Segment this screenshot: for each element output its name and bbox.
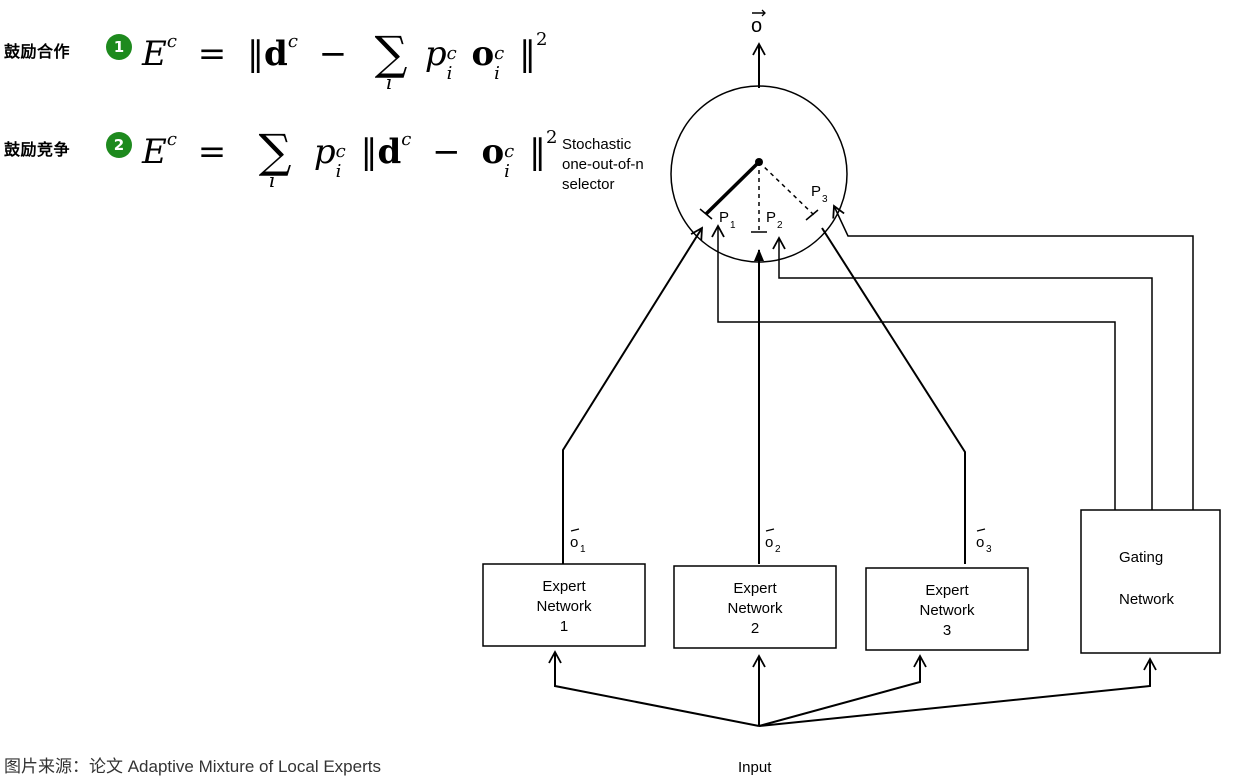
selected-arm <box>704 160 761 216</box>
dashed-arm-3 <box>758 161 816 217</box>
expert-1-output-line <box>562 226 703 564</box>
p3-label: P <box>811 183 821 200</box>
formula-label: 鼓励竞争 <box>4 140 71 159</box>
source-caption: 图片来源：论文 Adaptive Mixture of Local Expert… <box>4 757 381 776</box>
svg-text:1: 1 <box>580 544 586 555</box>
gating-line-p1 <box>711 224 1116 510</box>
svg-text:Network: Network <box>919 602 975 619</box>
svg-text:1: 1 <box>730 220 736 231</box>
svg-text:Stochastic: Stochastic <box>562 136 632 153</box>
svg-text:selector: selector <box>562 176 615 193</box>
svg-text:3: 3 <box>822 194 828 205</box>
svg-text:2: 2 <box>775 544 781 555</box>
svg-text:2: 2 <box>777 220 783 231</box>
o3-label: o <box>976 534 984 551</box>
expert-output-labels: o 1 o 2 o 3 <box>570 528 992 555</box>
expert-network-2: Expert Network 2 <box>673 565 837 649</box>
expert-network-1: Expert Network 1 <box>482 563 646 647</box>
o2-label: o <box>765 534 773 551</box>
svg-text:Expert: Expert <box>733 580 777 597</box>
selector-label: Stochastic one-out-of-n selector <box>562 136 644 193</box>
svg-text:3: 3 <box>986 544 992 555</box>
svg-text:Network: Network <box>1119 591 1175 608</box>
gating-line-p3 <box>832 204 1194 510</box>
number-badge-2: 2 <box>106 132 132 158</box>
gating-line-p2 <box>772 236 1153 510</box>
p1-label: P <box>719 209 729 226</box>
svg-text:1: 1 <box>560 618 568 635</box>
svg-text:2: 2 <box>751 620 759 637</box>
gating-network: Gating Network <box>1080 509 1221 654</box>
output-arrow: o <box>751 9 766 88</box>
svg-text:3: 3 <box>943 622 951 639</box>
expert-network-3: Expert Network 3 <box>865 567 1029 651</box>
svg-text:Network: Network <box>727 600 783 617</box>
svg-text:Expert: Expert <box>925 582 969 599</box>
o1-label: o <box>570 534 578 551</box>
svg-text:Expert: Expert <box>542 578 586 595</box>
expert-3-output-line <box>821 227 966 564</box>
input-lines <box>548 650 1157 727</box>
output-label: o <box>751 15 762 37</box>
svg-text:Gating: Gating <box>1119 549 1163 566</box>
svg-text:Network: Network <box>536 598 592 615</box>
input-label: Input <box>738 759 772 776</box>
formula-label: 鼓励合作 <box>4 42 71 61</box>
number-badge-1: 1 <box>106 34 132 60</box>
probability-labels: P 1 P 2 P 3 <box>719 183 828 231</box>
p2-label: P <box>766 209 776 226</box>
svg-text:one-out-of-n: one-out-of-n <box>562 156 644 173</box>
